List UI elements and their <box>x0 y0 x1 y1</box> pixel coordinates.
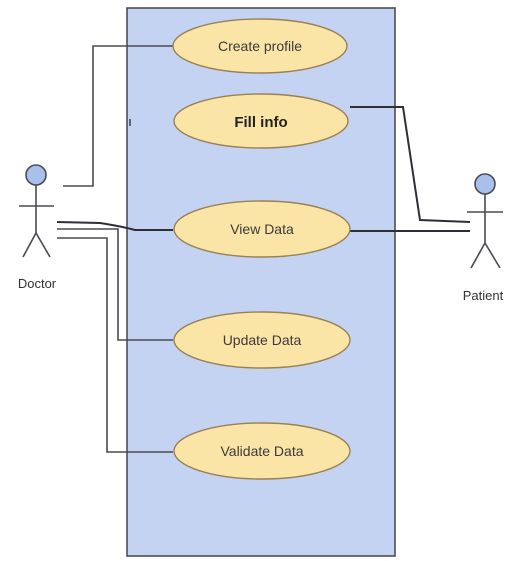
association-fill-info-patient <box>350 106 471 223</box>
use-case-label: Update Data <box>223 332 302 348</box>
use-case-fill-info: Fill info <box>173 93 349 149</box>
actor-patient: Patient <box>463 173 504 303</box>
stick-figure-icon <box>19 164 54 258</box>
use-case-create-profile: Create profile <box>172 18 348 74</box>
actor-label: Doctor <box>18 276 57 291</box>
association-doctor-create-profile <box>63 45 173 187</box>
use-case-ellipse <box>173 200 351 258</box>
use-case-validate-data: Validate Data <box>173 422 351 480</box>
use-case-ellipse <box>172 18 348 74</box>
use-case-label: Validate Data <box>220 443 303 459</box>
association-doctor-view-data <box>56 221 173 231</box>
use-case-label: View Data <box>230 221 294 237</box>
use-case-view-data: View Data <box>173 200 351 258</box>
stick-figure-icon <box>467 173 503 269</box>
actor-doctor: Doctor <box>18 164 57 291</box>
use-case-ellipse <box>173 422 351 480</box>
associations <box>56 45 471 453</box>
use-case-label: Create profile <box>218 38 302 54</box>
use-case-ellipse <box>173 311 351 369</box>
use-case-update-data: Update Data <box>173 311 351 369</box>
association-doctor-validate-data <box>57 237 173 453</box>
actor-label: Patient <box>463 288 504 303</box>
use-case-label: Fill info <box>234 114 287 131</box>
association-doctor-update-data <box>57 228 173 341</box>
use-case-ellipse <box>173 93 349 149</box>
